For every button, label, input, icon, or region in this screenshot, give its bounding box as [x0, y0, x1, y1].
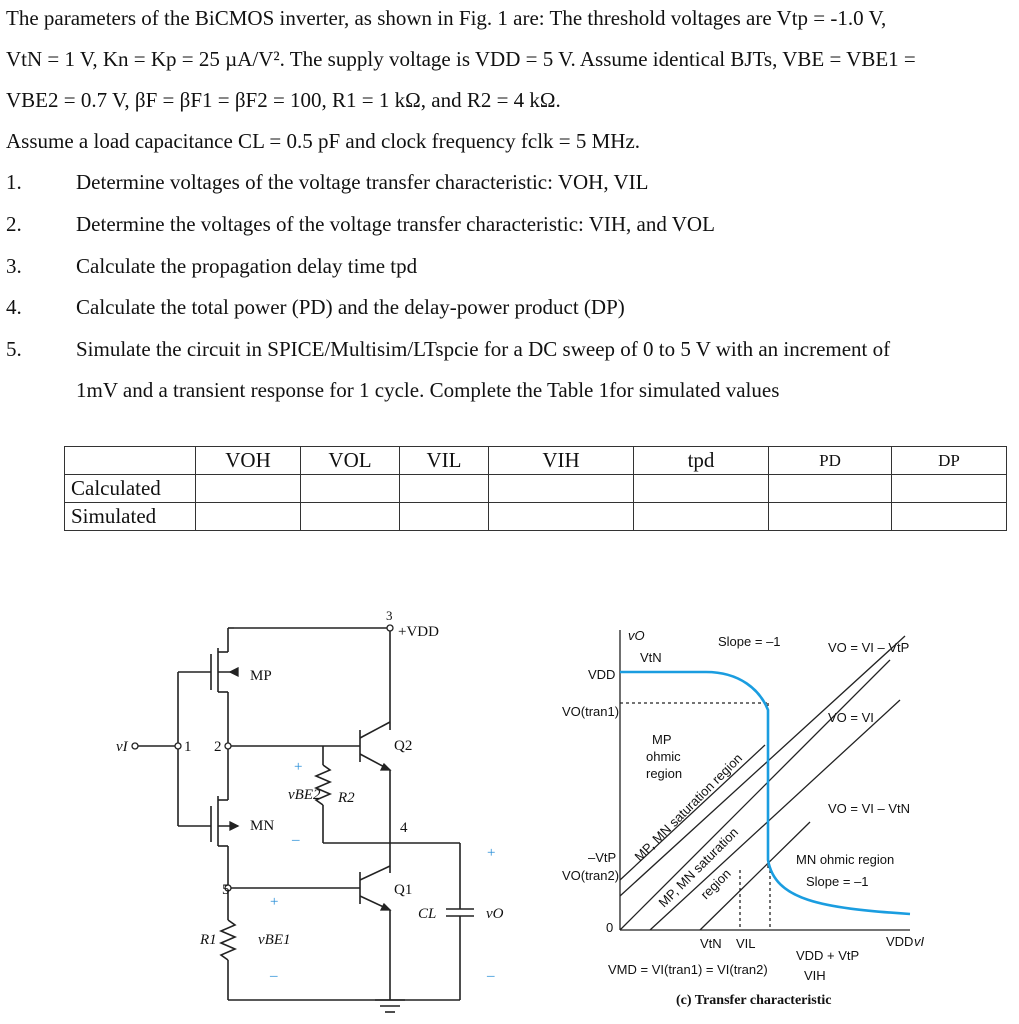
- table-cell[interactable]: [488, 474, 634, 503]
- table-row: Simulated: [64, 502, 1007, 531]
- intro-line-2: VtN = 1 V, Kn = Kp = 25 µA/V². The suppl…: [6, 47, 916, 71]
- vtc-labels: vO VtN Slope = –1 VO = VI – VtP VDD VO(t…: [562, 628, 925, 1008]
- slope-label-top: Slope = –1: [718, 634, 781, 649]
- bicmos-circuit: [138, 627, 474, 1013]
- line-label-b: VO = VI: [828, 710, 874, 725]
- node-4-label: 4: [400, 820, 408, 836]
- figure: 3 +VDD MP vI 1 2 Q2 + vBE2 R2 – MN 4 + 5…: [116, 608, 925, 1013]
- header-vih: VIH: [488, 446, 634, 475]
- r1-label: R1: [199, 932, 217, 948]
- minus-sign: –: [291, 832, 300, 848]
- y-axis-label: vO: [628, 628, 645, 643]
- cl-label: CL: [418, 906, 436, 922]
- intro-line-3: VBE2 = 0.7 V, βF = βF1 = βF2 = 100, R1 =…: [6, 88, 561, 112]
- table-cell[interactable]: [891, 474, 1007, 503]
- vtc-curve: [620, 670, 911, 916]
- figure-caption: (c) Transfer characteristic: [676, 993, 832, 1008]
- table-cell[interactable]: [891, 502, 1007, 531]
- table-cell[interactable]: [399, 474, 489, 503]
- node-1-label: 1: [184, 739, 192, 755]
- vo-tran1-label: VO(tran1): [562, 704, 619, 719]
- node-2-label: 2: [214, 739, 222, 755]
- header-voh: VOH: [195, 446, 301, 475]
- table-cell[interactable]: [195, 474, 301, 503]
- r2-label: R2: [337, 790, 355, 806]
- mp-ohmic-1: MP: [652, 732, 672, 747]
- circuit-labels: 3 +VDD MP vI 1 2 Q2 + vBE2 R2 – MN 4 + 5…: [116, 608, 504, 984]
- question-2: Determine the voltages of the voltage tr…: [76, 212, 715, 236]
- mp-label: MP: [250, 668, 272, 684]
- question-number: 2.: [6, 212, 22, 236]
- intro-line-1: The parameters of the BiCMOS inverter, a…: [6, 6, 887, 30]
- mp-ohmic-3: region: [646, 766, 682, 781]
- table-cell[interactable]: [300, 502, 400, 531]
- table-cell[interactable]: [195, 502, 301, 531]
- header-pd: PD: [768, 446, 892, 475]
- line-label-c: VO = VI – VtN: [828, 801, 910, 816]
- mn-ohmic-label: MN ohmic region: [796, 852, 894, 867]
- table-row: Calculated: [64, 474, 1007, 503]
- row-label-calculated: Calculated: [64, 474, 196, 503]
- question-number: 5.: [6, 337, 22, 361]
- row-label-simulated: Simulated: [64, 502, 196, 531]
- question-3: Calculate the propagation delay time tpd: [76, 254, 418, 278]
- header-vil: VIL: [399, 446, 489, 475]
- table-cell[interactable]: [399, 502, 489, 531]
- question-number: 4.: [6, 295, 22, 319]
- mn-label: MN: [250, 818, 274, 834]
- vil-tick-label: VIL: [736, 936, 756, 951]
- table-cell[interactable]: [633, 502, 769, 531]
- header-dp: DP: [891, 446, 1007, 475]
- vo-label: vO: [486, 906, 504, 922]
- vmd-label: VMD = VI(tran1) = VI(tran2): [608, 962, 768, 977]
- table-cell[interactable]: [300, 474, 400, 503]
- table-cell[interactable]: [633, 474, 769, 503]
- mp-ohmic-2: ohmic: [646, 749, 681, 764]
- table-cell[interactable]: [768, 474, 892, 503]
- vtn-tick-label: VtN: [700, 936, 722, 951]
- vih-tick-label: VIH: [804, 968, 826, 983]
- vtc-graph: [619, 630, 910, 931]
- vo-tran2-label: VO(tran2): [562, 868, 619, 883]
- question-5-continued: 1mV and a transient response for 1 cycle…: [76, 378, 780, 402]
- q2-label: Q2: [394, 738, 412, 754]
- table-corner-cell: [64, 446, 196, 475]
- question-4: Calculate the total power (PD) and the d…: [76, 295, 625, 319]
- minus-sign: –: [486, 968, 495, 984]
- vdd-x-tick-label: VDD: [886, 934, 913, 949]
- minus-sign: –: [269, 968, 278, 984]
- intro-line-4: Assume a load capacitance CL = 0.5 pF an…: [6, 129, 641, 153]
- results-table: VOH VOL VIL VIH tpd PD DP Calculated Sim…: [64, 446, 1007, 531]
- node-5-label: 5: [222, 882, 230, 898]
- circuit-markers: [131, 624, 394, 911]
- plus-sign: +: [270, 894, 278, 910]
- origin-label: 0: [606, 920, 613, 935]
- question-5: Simulate the circuit in SPICE/Multisim/L…: [76, 337, 891, 361]
- vtn-arrow-label: VtN: [640, 650, 662, 665]
- vbe1-label: vBE1: [258, 932, 290, 948]
- slope-label-bottom: Slope = –1: [806, 874, 869, 889]
- question-number: 3.: [6, 254, 22, 278]
- question-number: 1.: [6, 170, 22, 194]
- plus-sign: +: [487, 845, 495, 861]
- node-3-label: 3: [386, 608, 393, 623]
- vdd-tick-label: VDD: [588, 667, 615, 682]
- vi-label: vI: [116, 739, 129, 755]
- vdd-vtp-tick-label: VDD + VtP: [796, 948, 859, 963]
- table-header-row: VOH VOL VIL VIH tpd PD DP: [64, 446, 1007, 475]
- x-axis-label: vI: [914, 934, 925, 949]
- q1-label: Q1: [394, 882, 412, 898]
- header-vol: VOL: [300, 446, 400, 475]
- vbe2-label: vBE2: [288, 787, 321, 803]
- vdd-label: +VDD: [398, 624, 439, 640]
- plus-sign: +: [294, 759, 302, 775]
- line-label-a: VO = VI – VtP: [828, 640, 909, 655]
- header-tpd: tpd: [633, 446, 769, 475]
- table-cell[interactable]: [768, 502, 892, 531]
- question-1: Determine voltages of the voltage transf…: [76, 170, 649, 194]
- neg-vtp-label: –VtP: [588, 850, 616, 865]
- table-cell[interactable]: [488, 502, 634, 531]
